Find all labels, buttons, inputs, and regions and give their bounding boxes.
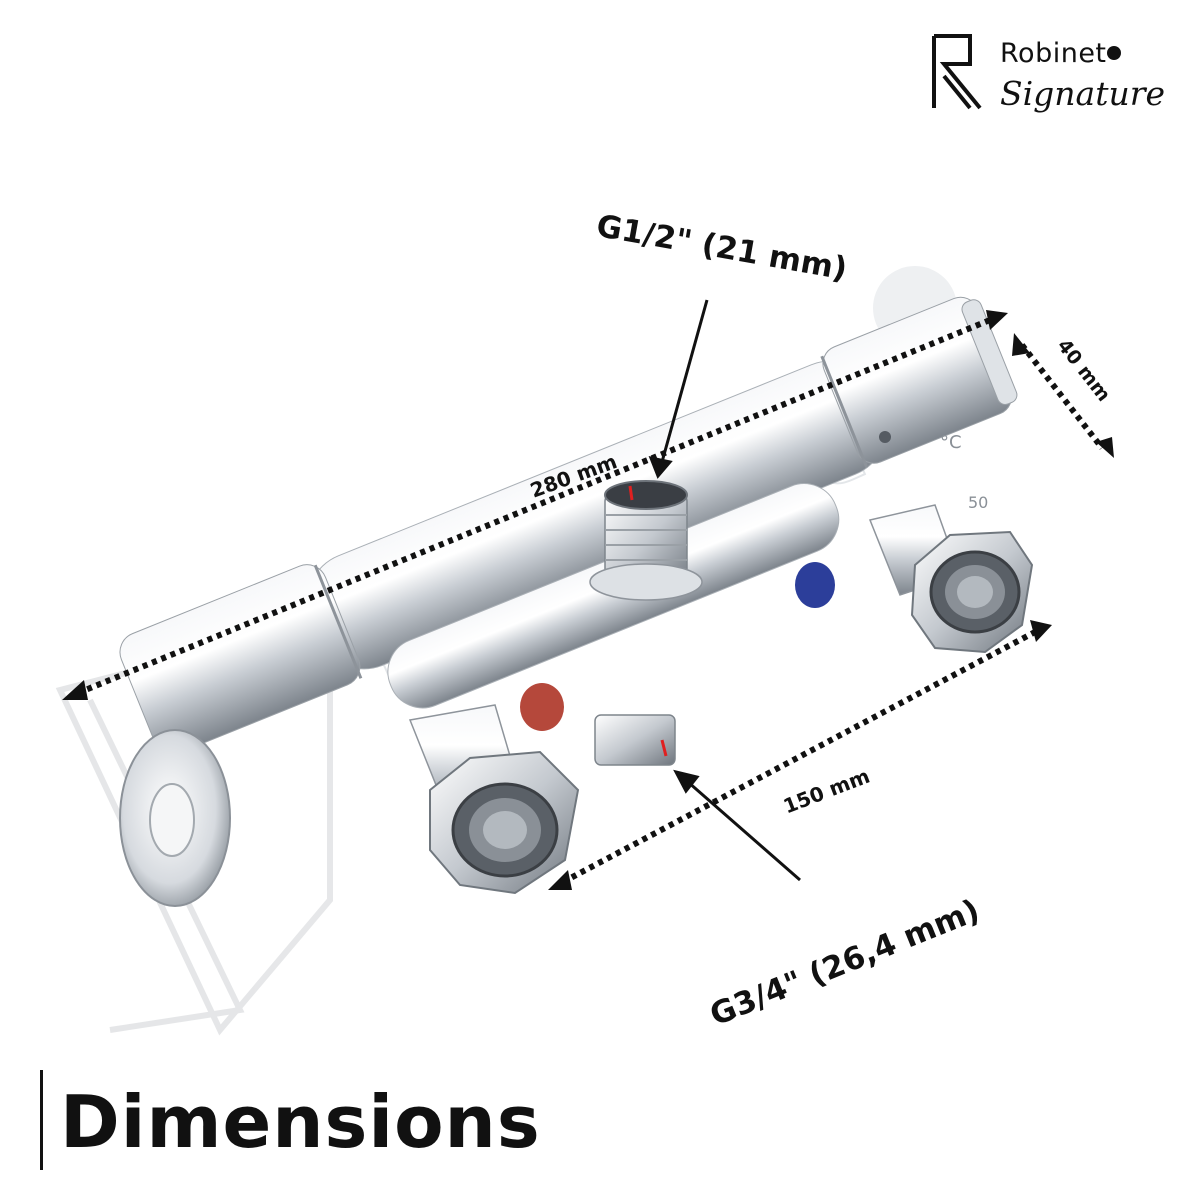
length-dimension-line xyxy=(76,317,992,696)
bottom-inlet-leader xyxy=(687,780,801,882)
hot-marker xyxy=(520,683,564,731)
arrowhead xyxy=(986,310,1008,330)
brand-logo: Robinet Signature xyxy=(930,30,1180,120)
dial-unit-label: °C xyxy=(940,432,962,453)
arrowhead xyxy=(548,870,572,890)
arrowhead xyxy=(62,680,88,700)
arrowhead xyxy=(673,769,700,794)
indicator-hole xyxy=(879,431,891,443)
bottom-outlet xyxy=(594,714,676,766)
brand-name-line1: Robinet xyxy=(1000,38,1107,69)
arrowhead xyxy=(1030,620,1052,642)
top-inlet-leader xyxy=(660,299,709,463)
cold-marker xyxy=(795,562,835,608)
page-title: Dimensions xyxy=(60,1080,541,1164)
arrowhead xyxy=(648,455,673,479)
dial-temperature-label: 50 xyxy=(968,493,988,512)
left-inlet xyxy=(408,704,580,895)
brand-dot-icon xyxy=(1107,46,1121,60)
depth-dimension-line xyxy=(1019,343,1105,450)
brand-name-line2: Signature xyxy=(1000,74,1166,113)
title-accent-bar xyxy=(40,1070,43,1170)
right-inlet xyxy=(868,504,1034,654)
arrowhead xyxy=(1096,437,1114,458)
top-outlet xyxy=(589,480,703,601)
arrowhead xyxy=(1012,333,1030,356)
brand-mark-icon xyxy=(932,34,982,110)
